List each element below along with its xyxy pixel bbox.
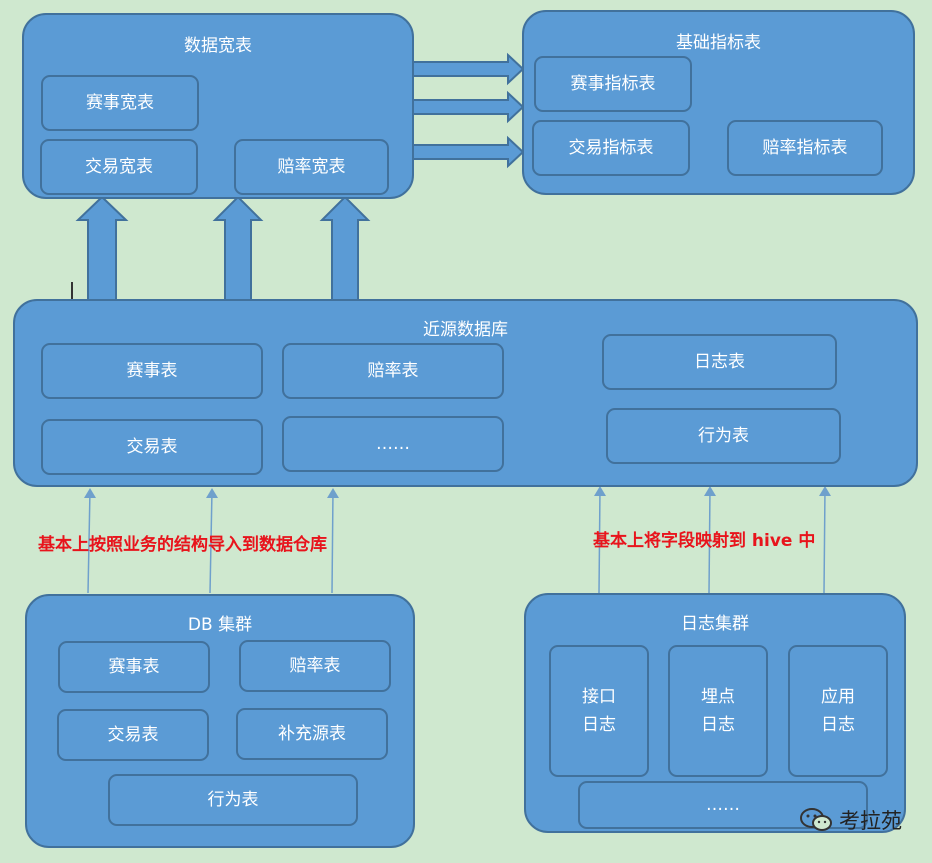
app-log-line2: 日志 xyxy=(821,715,855,735)
trade-table: 交易表 xyxy=(41,419,263,475)
odds-table: 赔率表 xyxy=(282,343,504,399)
odds-wide-table: 赔率宽表 xyxy=(234,139,389,195)
panel-title: DB 集群 xyxy=(187,615,253,635)
db-match-table: 赛事表 xyxy=(58,641,210,693)
panel-title: 近源数据库 xyxy=(423,320,508,340)
db-odds-table: 赔率表 xyxy=(239,640,391,692)
wechat-icon xyxy=(800,808,832,831)
up-arrow-2 xyxy=(212,195,264,301)
log-table: 日志表 xyxy=(602,334,837,390)
tracking-log-line1: 埋点 xyxy=(701,687,735,707)
panel-title: 基础指标表 xyxy=(676,33,761,53)
tracking-log: 埋点 日志 xyxy=(668,645,768,777)
near-source-db-panel: 近源数据库 赛事表 赔率表 日志表 交易表 …… 行为表 xyxy=(13,299,918,487)
app-log: 应用 日志 xyxy=(788,645,888,777)
left-note: 基本上按照业务的结构导入到数据仓库 xyxy=(38,535,327,555)
base-metrics-panel: 基础指标表 赛事指标表 交易指标表 赔率指标表 xyxy=(522,10,915,195)
api-log-line2: 日志 xyxy=(582,715,616,735)
panel-title: 日志集群 xyxy=(681,614,749,634)
right-arrow-2 xyxy=(411,90,525,124)
more-tables: …… xyxy=(282,416,504,472)
db-trade-table: 交易表 xyxy=(57,709,209,761)
trade-metric-table: 交易指标表 xyxy=(532,120,690,176)
right-note: 基本上将字段映射到 hive 中 xyxy=(593,531,816,551)
thin-arrow-6 xyxy=(823,487,826,594)
thin-arrow-3 xyxy=(331,489,334,594)
watermark-text: 考拉苑 xyxy=(839,809,902,833)
odds-metric-table: 赔率指标表 xyxy=(727,120,883,176)
right-arrow-3 xyxy=(411,135,525,169)
api-log: 接口 日志 xyxy=(549,645,649,777)
db-cluster-panel: DB 集群 赛事表 赔率表 交易表 补充源表 行为表 xyxy=(25,594,415,848)
up-arrow-3 xyxy=(319,195,371,301)
match-table: 赛事表 xyxy=(41,343,263,399)
db-behavior-table: 行为表 xyxy=(108,774,358,826)
match-metric-table: 赛事指标表 xyxy=(534,56,692,112)
wide-tables-panel: 数据宽表 赛事宽表 交易宽表 赔率宽表 xyxy=(22,13,414,199)
match-wide-table: 赛事宽表 xyxy=(41,75,199,131)
right-arrow-1 xyxy=(411,52,525,86)
watermark: 考拉苑 xyxy=(799,805,902,835)
panel-title: 数据宽表 xyxy=(184,36,252,56)
trade-wide-table: 交易宽表 xyxy=(40,139,198,195)
api-log-line1: 接口 xyxy=(582,687,616,707)
db-supplement-table: 补充源表 xyxy=(236,708,388,760)
up-arrow-1 xyxy=(75,195,129,301)
app-log-line1: 应用 xyxy=(821,687,855,707)
tracking-log-line2: 日志 xyxy=(701,715,735,735)
behavior-table: 行为表 xyxy=(606,408,841,464)
log-cluster-panel: 日志集群 接口 日志 埋点 日志 应用 日志 …… xyxy=(524,593,906,833)
